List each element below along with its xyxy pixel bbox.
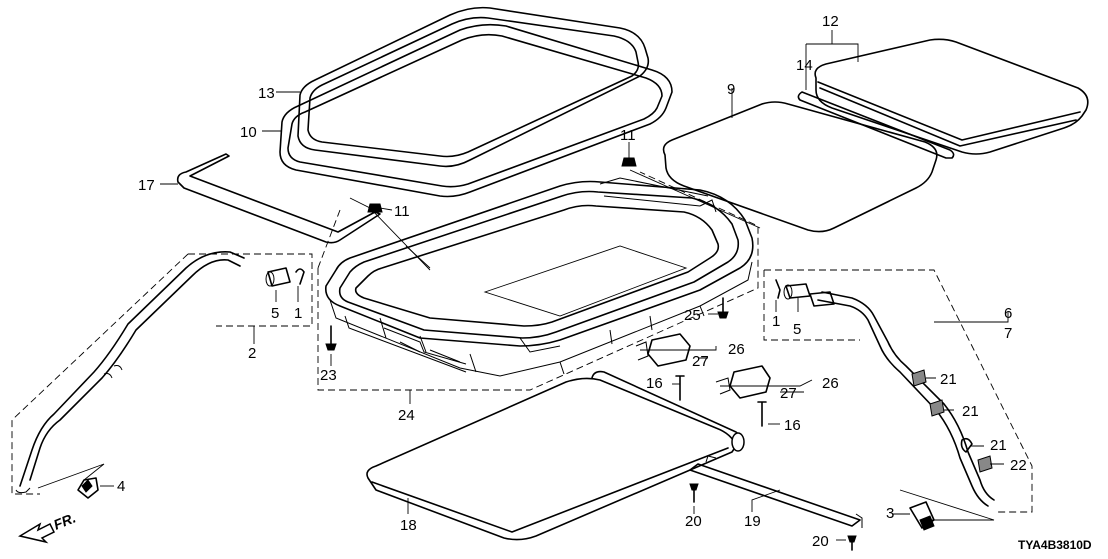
diagram-code: TYA4B3810D	[1018, 538, 1092, 552]
callout-26-upper: 26	[728, 341, 745, 358]
callout-labels: 13 10 17 11 11 9 12 14 5 1 2 4 23 24 25 …	[117, 13, 1092, 552]
callout-1-right: 1	[772, 313, 780, 330]
bolt-part-20-left	[689, 483, 699, 503]
drain-hose-right-part-6-7	[809, 291, 995, 507]
callout-3: 3	[886, 505, 894, 522]
callout-10: 10	[240, 124, 257, 141]
rear-seal-strip-part-14	[797, 91, 955, 159]
side-seal-part-17	[176, 153, 381, 244]
glass-weatherstrip-part-13	[297, 6, 650, 168]
callout-13: 13	[258, 85, 275, 102]
clip-right-part-1	[775, 279, 781, 299]
motor-part-26-lower	[715, 365, 771, 399]
bolt-part-16-right	[757, 401, 767, 427]
callout-20-left: 20	[685, 513, 702, 530]
callout-21-middle: 21	[962, 403, 979, 420]
callout-23: 23	[320, 367, 337, 384]
callout-2: 2	[248, 345, 256, 362]
callout-11-upper: 11	[620, 127, 636, 144]
drain-hose-left-part-2	[15, 251, 245, 494]
glass-panel-part-9	[662, 101, 938, 233]
sunroof-frame-part-24	[324, 177, 754, 377]
clip-part-22	[977, 455, 993, 473]
callout-14: 14	[796, 57, 813, 74]
clip-part-21-middle	[929, 399, 945, 417]
nut-part-11-upper	[621, 157, 637, 167]
callout-17: 17	[138, 177, 155, 194]
callout-11-lower: 11	[394, 203, 410, 220]
rear-glass-part-12	[814, 38, 1089, 155]
callout-25: 25	[684, 307, 701, 324]
front-direction-label: FR.	[51, 509, 78, 532]
callout-16-left: 16	[646, 375, 663, 392]
callout-12: 12	[822, 13, 839, 30]
bolt-part-20-right	[847, 535, 857, 551]
hose-connector-left-part-5	[265, 267, 291, 287]
clip-part-21-lower	[960, 437, 973, 453]
callout-21-upper: 21	[940, 371, 957, 388]
callout-24: 24	[398, 407, 415, 424]
callout-22: 22	[1010, 457, 1027, 474]
glass-frame-seal-part-10	[279, 23, 673, 198]
callout-20-right: 20	[812, 533, 829, 550]
leader-lines	[100, 30, 1009, 541]
callout-7: 7	[1004, 325, 1012, 342]
callout-27-lower: 27	[780, 385, 797, 402]
callout-9: 9	[727, 81, 735, 98]
callout-4: 4	[117, 478, 125, 495]
bolt-part-16-left	[675, 375, 685, 401]
clip-part-21-upper	[911, 369, 927, 387]
hose-connector-right-part-5	[783, 283, 811, 300]
callout-21-lower: 21	[990, 437, 1007, 454]
drain-fitting-part-3	[909, 501, 935, 531]
clip-left-part-1	[295, 268, 305, 285]
motor-part-26-upper	[635, 333, 691, 367]
callout-1-left: 1	[294, 305, 302, 322]
callout-18: 18	[400, 517, 417, 534]
callout-5-right: 5	[793, 321, 801, 338]
callout-27-upper: 27	[692, 353, 709, 370]
bolt-part-23	[325, 325, 337, 351]
rail-part-19	[689, 455, 863, 528]
callout-16-right: 16	[784, 417, 801, 434]
callout-6: 6	[1004, 305, 1012, 322]
bolt-part-25	[717, 297, 729, 319]
drain-fitting-part-4	[77, 477, 99, 499]
callout-26-lower: 26	[822, 375, 839, 392]
front-direction-arrow-icon	[18, 522, 56, 544]
callout-5-left: 5	[271, 305, 279, 322]
callout-19: 19	[744, 513, 761, 530]
sunshade-part-18	[366, 370, 745, 541]
